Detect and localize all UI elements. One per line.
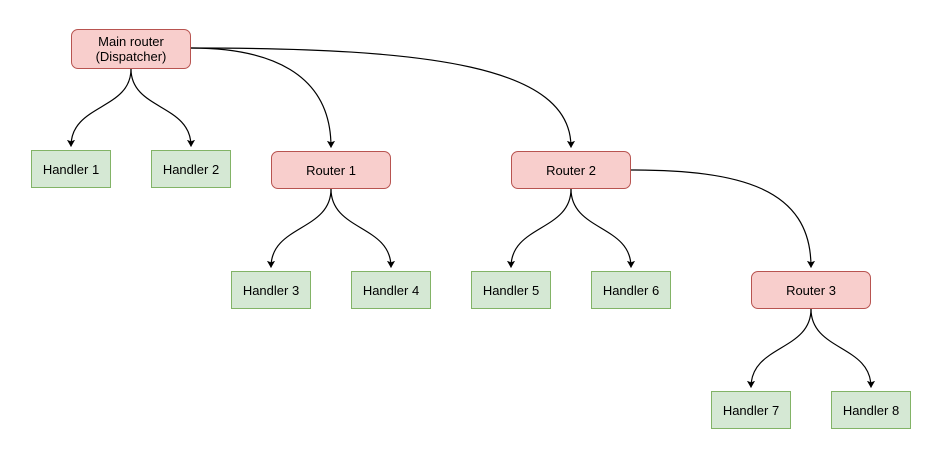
node-handler-7[interactable]: Handler 7 (711, 391, 791, 429)
node-handler-8[interactable]: Handler 8 (831, 391, 911, 429)
node-handler-6[interactable]: Handler 6 (591, 271, 671, 309)
node-router-2[interactable]: Router 2 (511, 151, 631, 189)
node-label-handler-2: Handler 2 (162, 161, 220, 177)
node-label-handler-6: Handler 6 (602, 282, 660, 298)
node-label-handler-5: Handler 5 (482, 282, 540, 298)
edge-router-2-to-router-3 (630, 169, 816, 268)
node-label-router-2: Router 2 (546, 162, 596, 178)
edges-group (66, 47, 876, 388)
node-label-handler-8: Handler 8 (842, 402, 900, 418)
edge-router-2-to-handler-6 (570, 188, 636, 268)
node-label-router-1: Router 1 (306, 162, 356, 178)
node-handler-4[interactable]: Handler 4 (351, 271, 431, 309)
edge-main-to-router-2 (190, 47, 576, 148)
edge-router-3-to-handler-8 (810, 308, 876, 388)
node-router-1[interactable]: Router 1 (271, 151, 391, 189)
edge-main-to-router-1 (190, 47, 336, 148)
node-label-handler-1: Handler 1 (42, 161, 100, 177)
node-handler-5[interactable]: Handler 5 (471, 271, 551, 309)
edge-main-to-handler-1 (66, 68, 132, 147)
node-label-handler-7: Handler 7 (722, 402, 780, 418)
edge-router-2-to-handler-5 (506, 188, 572, 268)
node-handler-1[interactable]: Handler 1 (31, 150, 111, 188)
node-label-router-3: Router 3 (786, 282, 836, 298)
node-label-handler-4: Handler 4 (362, 282, 420, 298)
node-label-handler-3: Handler 3 (242, 282, 300, 298)
node-handler-2[interactable]: Handler 2 (151, 150, 231, 188)
edge-router-1-to-handler-4 (330, 188, 396, 268)
node-router-3[interactable]: Router 3 (751, 271, 871, 309)
node-label-main-router: Main router (Dispatcher) (95, 34, 167, 64)
edge-main-to-handler-2 (130, 68, 196, 147)
node-handler-3[interactable]: Handler 3 (231, 271, 311, 309)
node-main-router[interactable]: Main router (Dispatcher) (71, 29, 191, 69)
edge-router-3-to-handler-7 (746, 308, 812, 388)
edge-router-1-to-handler-3 (266, 188, 332, 268)
